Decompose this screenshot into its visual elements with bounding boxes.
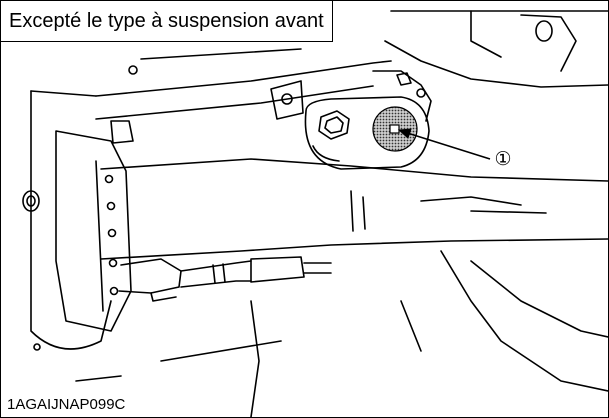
leader-line	[397, 128, 491, 160]
axle-tube	[100, 158, 608, 260]
bracket	[270, 70, 432, 122]
tie-rod	[118, 256, 332, 302]
drain-plug-highlight	[372, 106, 418, 152]
axle-housing	[304, 96, 430, 170]
bolt	[318, 110, 350, 140]
wheel-hub	[22, 90, 134, 351]
figure-code: 1AGAIJNAP099C	[7, 396, 126, 413]
callout-number: ①	[494, 148, 512, 170]
lower-chassis	[75, 250, 608, 417]
chassis-frame	[30, 10, 608, 120]
figure-title: Excepté le type à suspension avant	[1, 1, 333, 42]
